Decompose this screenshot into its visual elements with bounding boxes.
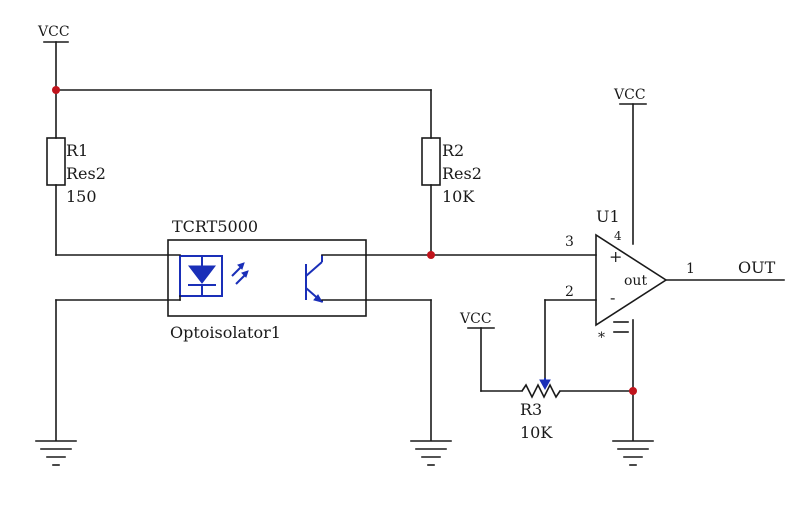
resistor-r2: R2 Res2 10K (421, 137, 482, 256)
ground-left-icon (35, 440, 77, 466)
vcc-opamp-label: VCC (613, 87, 646, 103)
output-net: OUT (665, 258, 785, 281)
u1-minus-label: - (610, 288, 615, 307)
r2-designator: R2 (442, 141, 464, 160)
r3-designator: R3 (520, 400, 542, 419)
r3-value: 10K (520, 423, 553, 442)
ground-middle-icon (410, 440, 452, 466)
vcc-opamp: VCC (613, 87, 647, 245)
output-label: OUT (738, 258, 776, 277)
junction-dot (427, 251, 435, 259)
inverting-input-wire (544, 299, 597, 379)
u1-pin2-label: 2 (565, 284, 574, 300)
u1-pin3-label: 3 (565, 234, 574, 250)
r1-type: Res2 (66, 164, 106, 183)
u1-pin1-label: 1 (686, 261, 695, 277)
u1-designator: U1 (596, 207, 620, 226)
junction-dot (629, 387, 637, 395)
potentiometer-r3: VCC R3 10K (459, 311, 634, 442)
u1-out-label: out (624, 273, 647, 289)
phototransistor-icon (305, 255, 324, 303)
u1-plus-label: + (609, 247, 622, 266)
ground-right-icon (612, 440, 654, 466)
opamp-u1: U1 4 + - out * 3 2 1 (565, 207, 695, 346)
top-rail (55, 89, 432, 139)
resistor-r1: R1 Res2 150 (46, 137, 106, 256)
vcc-pot-label: VCC (459, 311, 492, 327)
vcc-top-left-label: VCC (37, 24, 70, 40)
r2-type: Res2 (442, 164, 482, 183)
junction-dot (52, 86, 60, 94)
opto-name-label: Optoisolator1 (170, 323, 281, 342)
opto-part-label: TCRT5000 (172, 217, 258, 236)
u1-pin4-label: 4 (614, 229, 622, 243)
r1-designator: R1 (66, 141, 88, 160)
u1-star-label: * (598, 330, 605, 346)
led-icon (179, 255, 249, 297)
r1-value: 150 (66, 187, 97, 206)
vcc-top-left: VCC (37, 24, 70, 91)
optoisolator: TCRT5000 Optoisolator1 (55, 217, 367, 342)
wires-opto (55, 254, 597, 441)
r2-value: 10K (442, 187, 475, 206)
